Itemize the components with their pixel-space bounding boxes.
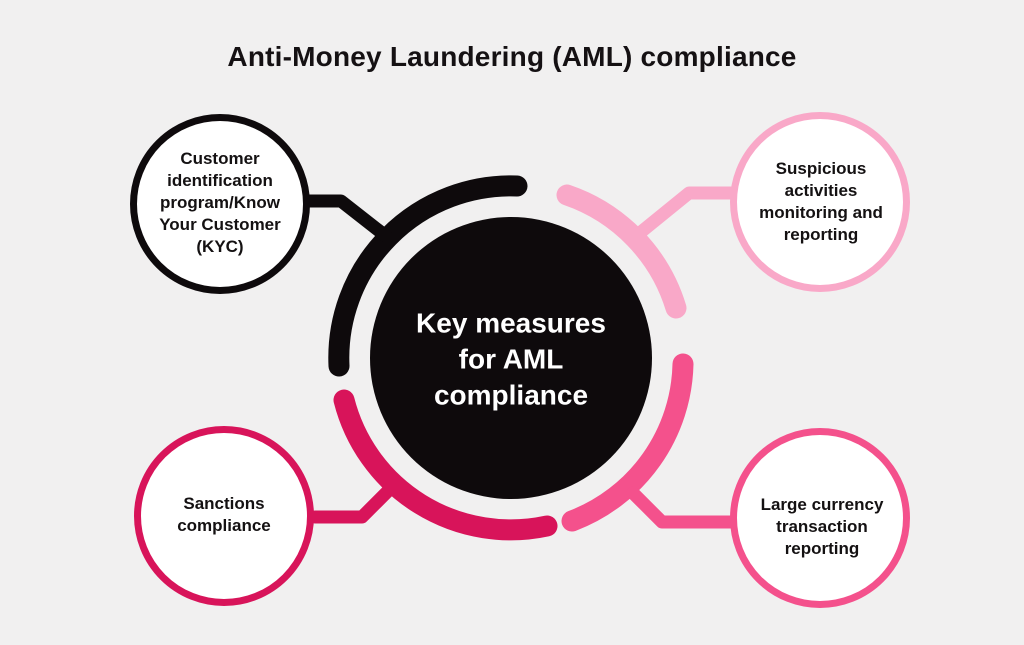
arc-suspicious-activities [556, 184, 687, 319]
node-circle-suspicious-activities [730, 112, 910, 292]
node-label-suspicious-activities: Suspicious activities monitoring and rep… [759, 158, 883, 245]
node-label-large-currency: Large currency transaction reporting [760, 494, 884, 559]
central-label: Key measures for AML compliance [416, 307, 606, 410]
central-circle [370, 217, 652, 499]
node-label-kyc: Customer identification program/Know You… [159, 148, 281, 257]
arc-large-currency [561, 353, 694, 532]
node-circle-sanctions-compliance [134, 426, 314, 606]
node-label-sanctions-compliance: Sanctions compliance [177, 493, 271, 535]
node-circle-large-currency [730, 428, 910, 608]
connector-suspicious-activities [634, 186, 741, 239]
node-circle-kyc [130, 114, 310, 294]
page-title: Anti-Money Laundering (AML) compliance [227, 41, 797, 72]
connector-large-currency [626, 486, 738, 529]
arc-sanctions-compliance [333, 389, 558, 541]
connector-kyc [299, 194, 394, 244]
connector-sanctions-compliance [308, 481, 398, 524]
